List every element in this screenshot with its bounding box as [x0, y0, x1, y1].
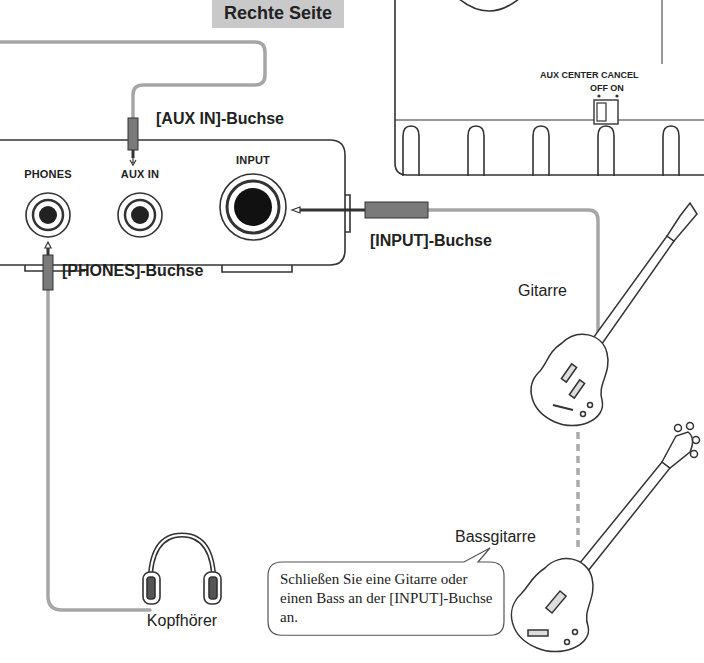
headphones-part: [147, 577, 155, 599]
headphones-part: [204, 572, 221, 604]
instrument-label: Bassgitarre: [455, 528, 536, 546]
device-panel: [0, 140, 350, 272]
bass-guitar-part: [675, 425, 682, 432]
center-cancel-switch-part: [594, 100, 618, 124]
panel-label: INPUT: [236, 154, 270, 166]
switch-position: OFF: [590, 83, 608, 93]
guitar-part: [588, 403, 593, 408]
cable-part: [0, 42, 265, 118]
panel-label: PHONES: [24, 168, 72, 180]
phones-jack: [26, 193, 70, 237]
guitar-part: [553, 405, 573, 410]
guitar-part: [569, 380, 584, 398]
headphones: [143, 535, 221, 604]
bass-guitar-part: [691, 451, 698, 458]
input-jack-part: [234, 188, 272, 226]
input-plug-part: [292, 207, 300, 213]
bass-guitar-part: [565, 640, 570, 645]
phones-plug-part: [43, 255, 53, 290]
input-plug: [292, 202, 428, 218]
instrument-label: Gitarre: [518, 282, 567, 300]
side-housing-part: [395, 119, 704, 120]
foot-slot: [533, 126, 549, 176]
device-panel-part: [0, 140, 345, 265]
device-panel-part: [222, 265, 292, 272]
callout-bubble: [268, 548, 504, 635]
aux-plug-part: [128, 118, 138, 150]
input-jack: [220, 174, 286, 240]
side-housing-part: [395, 0, 704, 175]
foot-slot: [468, 126, 484, 176]
center-cancel-switch-part: [597, 94, 600, 97]
side-housing: [395, 0, 704, 176]
bass-guitar-part: [573, 630, 578, 635]
section-heading: Rechte Seite: [212, 0, 344, 28]
cable: [0, 42, 598, 610]
bass-guitar-part: [511, 559, 593, 652]
jack-label: [INPUT]-Buchse: [370, 232, 492, 250]
foot-slot: [403, 126, 419, 176]
phones-plug: [43, 242, 53, 290]
phones-jack-part: [33, 200, 63, 230]
device-panel-part: [345, 195, 350, 232]
leader-line: [661, 0, 663, 64]
bass-guitar-part: [687, 423, 694, 430]
guitar-part: [561, 364, 576, 382]
aux-in-jack-part: [131, 206, 149, 224]
part-label: Kopfhörer: [147, 612, 217, 630]
phones-plug-part: [47, 248, 50, 255]
center-cancel-switch: [594, 94, 619, 124]
callout-note: Schließen Sie eine Gitarre oder einen Ba…: [268, 562, 504, 635]
aux-in-jack: [118, 193, 162, 237]
cable-part: [428, 210, 598, 338]
phones-jack-part: [39, 206, 57, 224]
headphones-part: [143, 572, 160, 604]
alternative-dashed-line: [576, 432, 580, 548]
guitar-part: [667, 203, 697, 241]
aux-plug-part: [132, 150, 135, 158]
cable-part: [48, 290, 150, 610]
jack-label: [PHONES]-Buchse: [62, 262, 203, 280]
node-text: Rechte Seite: [224, 3, 332, 24]
center-cancel-switch-part: [597, 103, 606, 121]
input-jack-part: [227, 181, 279, 233]
input-jack-part: [220, 174, 286, 240]
guitar-part: [581, 412, 586, 417]
center-cancel-switch-part: [615, 94, 618, 97]
aux-in-jack-part: [125, 200, 155, 230]
aux-plug: [128, 118, 138, 165]
side-housing-part: [403, 126, 679, 176]
bass-guitar-part: [546, 591, 566, 613]
bass-guitar: [511, 423, 699, 652]
aux-plug-part: [130, 158, 136, 165]
input-plug-part: [365, 202, 428, 218]
foot-slot: [663, 126, 679, 176]
node-text: Schließen Sie eine Gitarre oder einen Ba…: [280, 570, 494, 626]
bass-guitar-part: [662, 432, 693, 468]
switch-label: AUX CENTER CANCEL: [540, 70, 639, 80]
panel-label: AUX IN: [121, 168, 159, 180]
aux-in-jack-part: [118, 193, 162, 237]
switch-position: ON: [610, 83, 624, 93]
phones-jack-part: [26, 193, 70, 237]
headphones-part: [209, 577, 217, 599]
guitar: [531, 203, 697, 426]
bass-guitar-part: [528, 630, 548, 636]
side-housing-part: [458, 0, 520, 11]
phones-plug-part: [45, 242, 51, 248]
jack-label: [AUX IN]-Buchse: [156, 110, 284, 128]
input-plug-part: [300, 209, 365, 212]
foot-slot: [598, 126, 614, 176]
guitar-part: [531, 334, 608, 425]
bass-guitar-part: [693, 437, 700, 444]
